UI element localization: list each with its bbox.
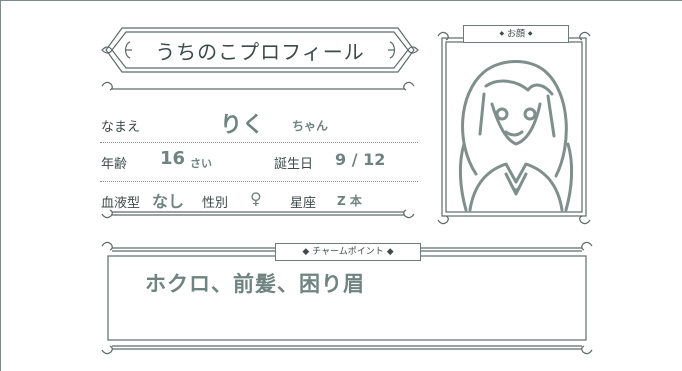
birthday-label: 誕生日 [274,157,314,172]
title-ornament-line [101,81,415,91]
charm-label-text: チャームポイント [312,247,384,257]
page-border-top [0,0,682,1]
title-plate-frame [101,27,419,73]
info-ornament-line [101,209,415,219]
zodiac-label: 星座 [290,196,317,211]
gender-label: 性別 [202,196,229,211]
face-frame [437,31,591,225]
page-border-left [0,0,1,371]
name-value: りく [220,113,265,138]
zodiac-value: Z 本 [337,194,362,208]
title-plate: うちのこプロフィール [100,22,420,78]
face-section-label: ◆ お顔 ◆ [463,25,569,43]
age-suffix: さい [190,157,212,170]
blood-type-value: なし [152,192,185,211]
age-label: 年齢 [101,157,128,172]
face-label-text: お顔 [506,29,525,40]
charm-point-value: ホクロ、前髪、困り眉 [145,272,365,296]
birthday-value: 9 / 12 [335,150,386,169]
divider [100,181,418,182]
character-portrait [458,60,574,212]
name-label: なまえ [101,120,141,135]
name-suffix: ちゃん [292,119,329,133]
charm-section-label: ◆ チャームポイント ◆ [275,243,421,261]
gender-value: ♀ [250,189,262,208]
divider [100,142,418,143]
age-value: 16 [160,148,186,169]
page-title: うちのこプロフィール [155,39,365,64]
blood-type-label: 血液型 [101,196,141,211]
